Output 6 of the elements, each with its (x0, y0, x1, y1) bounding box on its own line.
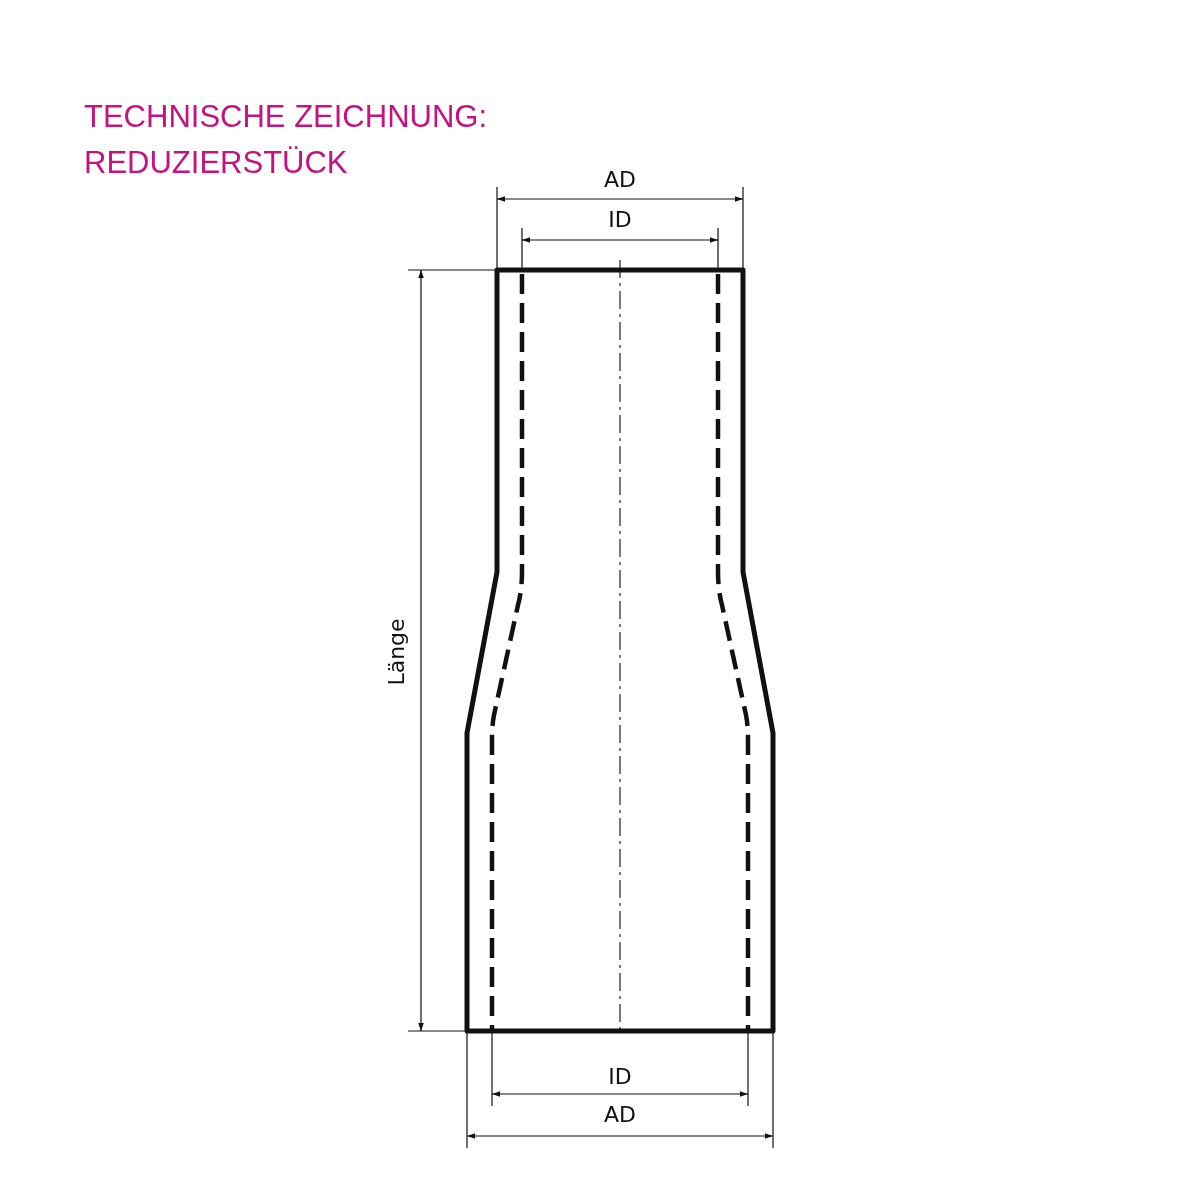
title: TECHNISCHE ZEICHNUNG: REDUZIERSTÜCK (84, 98, 488, 182)
dimension-label: AD (604, 167, 636, 193)
dimension-label: ID (608, 1064, 632, 1090)
dimension-label: ID (608, 207, 632, 233)
dimension-label: Länge (384, 618, 410, 686)
dimension-label: AD (604, 1102, 636, 1128)
